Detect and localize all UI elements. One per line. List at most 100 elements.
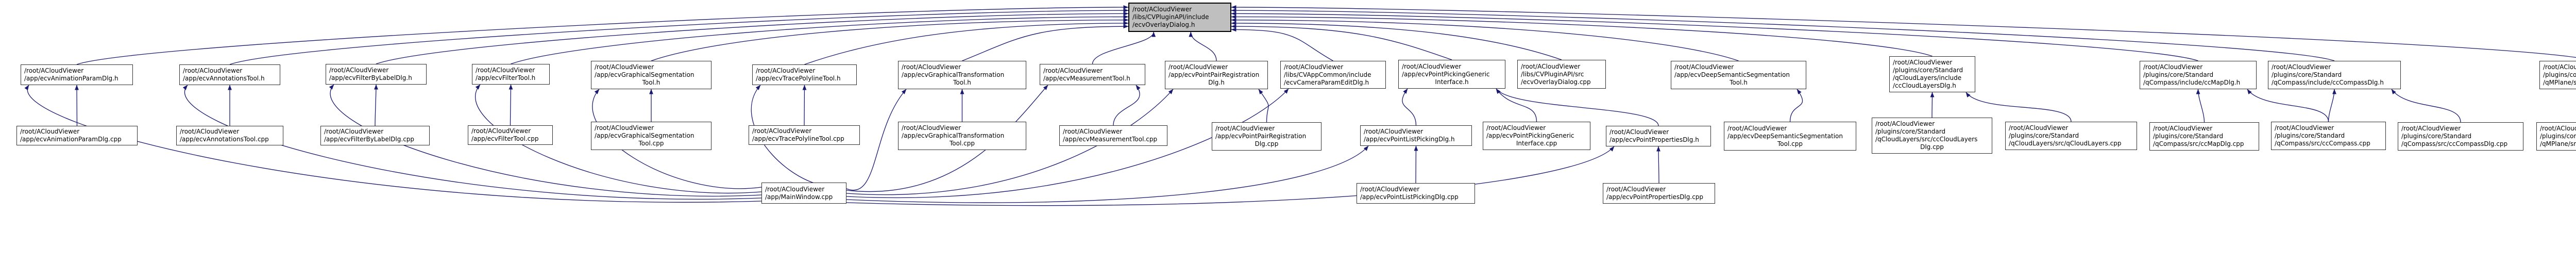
- dependency-edge: [846, 88, 1289, 199]
- graph-node[interactable]: /root/ACloudViewer/app/ecvTracePolylineT…: [752, 64, 857, 85]
- node-label-line: /qCloudLayers/include: [1893, 74, 1962, 81]
- node-label-line: /ecvOverlayDialog.cpp: [1521, 78, 1591, 86]
- graph-node[interactable]: /root/ACloudViewer/app/ecvPointPropertie…: [1603, 183, 1715, 204]
- dependency-edge: [592, 89, 762, 189]
- graph-node[interactable]: /root/ACloudViewer/app/ecvGraphicalTrans…: [898, 61, 1026, 89]
- graph-node[interactable]: /root/ACloudViewer/plugins/core/Standard…: [2149, 122, 2259, 151]
- node-label-line: /app/ecvGraphicalSegmentation: [595, 132, 694, 139]
- node-label-line: /plugins/core/Standard: [2401, 133, 2472, 140]
- graph-node[interactable]: /root/ACloudViewer/plugins/core/Standard…: [2398, 122, 2523, 151]
- node-label-line: /root/ACloudViewer: [1215, 125, 1275, 132]
- node-label-line: /root/ACloudViewer: [1132, 6, 1192, 13]
- node-label-line: /root/ACloudViewer: [1043, 67, 1103, 74]
- node-label-line: /root/ACloudViewer: [183, 67, 243, 74]
- graph-node[interactable]: /root/ACloudViewer/app/ecvGraphicalSegme…: [591, 122, 711, 150]
- node-label-line: /root/ACloudViewer: [595, 63, 654, 71]
- node-label-line: /root/ACloudViewer: [1727, 124, 1787, 132]
- graph-node[interactable]: /root/ACloudViewer/app/ecvFilterByLabelD…: [326, 64, 427, 85]
- graph-node[interactable]: /root/ACloudViewer/plugins/core/Standard…: [2140, 61, 2257, 89]
- graph-node[interactable]: /root/ACloudViewer/app/ecvTracePolylineT…: [749, 125, 860, 145]
- node-label-line: /qMPlane/src/ccMPlaneDlg.cpp: [2540, 140, 2576, 147]
- dependency-edge: [229, 8, 1129, 65]
- graph-node[interactable]: /root/ACloudViewer/libs/CVAppCommon/incl…: [1280, 61, 1386, 89]
- graph-node[interactable]: /root/ACloudViewer/app/ecvFilterTool.cpp: [468, 125, 553, 145]
- graph-node[interactable]: /root/ACloudViewer/app/ecvMeasurementToo…: [1040, 64, 1145, 85]
- graph-node[interactable]: /root/ACloudViewer/plugins/core/Standard…: [2005, 122, 2137, 150]
- graph-node[interactable]: /root/ACloudViewer/plugins/core/Standard…: [1872, 118, 1992, 154]
- node-label-line: /root/ACloudViewer: [20, 128, 80, 135]
- graph-node[interactable]: /root/ACloudViewer/app/ecvAnnotationsToo…: [179, 64, 280, 85]
- graph-node[interactable]: /root/ACloudViewer/app/ecvPointPickingGe…: [1483, 122, 1590, 150]
- node-label-line: /root/ACloudViewer: [24, 67, 84, 74]
- dependency-edge: [802, 85, 807, 126]
- dependency-edge: [1092, 31, 1156, 64]
- node-label-line: /app/ecvFilterTool.cpp: [471, 135, 539, 142]
- graph-node[interactable]: /root/ACloudViewer/plugins/core/Standard…: [2268, 61, 2401, 89]
- node-label-line: /root/ACloudViewer: [1360, 186, 1420, 193]
- node-label-line: /root/ACloudViewer: [329, 67, 389, 74]
- node-label-line: /root/ACloudViewer: [2543, 63, 2576, 71]
- node-label-line: /root/ACloudViewer: [1521, 62, 1581, 70]
- dependency-edge: [1789, 89, 1803, 122]
- node-label-line: /qCompass/include/ccCompassDlg.h: [2272, 79, 2384, 86]
- dependency-edge: [2247, 89, 2329, 122]
- node-label-line: /app/ecvPointPickingGeneric: [1402, 70, 1490, 78]
- node-label-line: /plugins/core/Standard: [1893, 67, 1963, 74]
- node-label-line: /app/ecvPointPairRegistration: [1168, 71, 1260, 78]
- node-label-line: /app/ecvTracePolylineTool.cpp: [752, 135, 844, 142]
- node-label-line: /root/ACloudViewer: [2143, 63, 2203, 71]
- graph-node[interactable]: /root/ACloudViewer/app/ecvFilterByLabelD…: [320, 126, 430, 145]
- dependency-edge: [846, 89, 907, 191]
- graph-node[interactable]: /root/ACloudViewer/app/ecvDeepSemanticSe…: [1724, 122, 1856, 151]
- graph-node[interactable]: /root/ACloudViewer/app/MainWindow.cpp: [761, 183, 846, 204]
- dependency-edge: [1930, 92, 1935, 118]
- node-label-line: /app/ecvPointListPickingDlg.h: [1364, 136, 1455, 143]
- graph-node[interactable]: /root/ACloudViewer/app/ecvAnnotationsToo…: [176, 126, 283, 145]
- dependency-edge: [2328, 89, 2336, 122]
- node-label-line: /app/ecvAnimationParamDlg.cpp: [20, 136, 122, 143]
- dependency-edge: [475, 84, 762, 194]
- node-label-line: /root/ACloudViewer: [1486, 124, 1546, 131]
- graph-node[interactable]: /root/ACloudViewer/plugins/core/Standard…: [1889, 56, 1975, 92]
- node-label-line: /root/ACloudViewer: [2009, 124, 2069, 131]
- node-label-line: /app/ecvFilterTool.h: [476, 74, 536, 81]
- graph-node[interactable]: /root/ACloudViewer/app/ecvGraphicalSegme…: [591, 61, 711, 89]
- node-label-line: /app/ecvAnimationParamDlg.h: [24, 75, 118, 82]
- dependency-edge: [76, 5, 1129, 65]
- graph-node[interactable]: /root/ACloudViewer/app/ecvDeepSemanticSe…: [1671, 61, 1806, 89]
- graph-node[interactable]: /root/ACloudViewer/app/ecvPointPairRegis…: [1165, 61, 1268, 89]
- node-label-line: /root/ACloudViewer: [1168, 63, 1228, 71]
- dependency-edge: [511, 14, 1129, 64]
- node-label-line: /libs/CVPluginAPI/include: [1132, 13, 1209, 21]
- graph-node[interactable]: /root/ACloudViewer/libs/CVPluginAPI/src/…: [1517, 60, 1606, 89]
- node-label-line: /app/ecvAnnotationsTool.h: [183, 75, 265, 82]
- graph-node[interactable]: /root/ACloudViewer/plugins/core/Standard…: [2271, 122, 2386, 150]
- graph-node[interactable]: /root/ACloudViewer/app/ecvAnimationParam…: [21, 64, 133, 85]
- node-label-line: /plugins/core/Standard: [2143, 71, 2214, 78]
- node-label-line: /root/ACloudViewer: [1284, 63, 1344, 71]
- dependency-edge: [1231, 18, 1739, 61]
- graph-node[interactable]: /root/ACloudViewer/app/ecvGraphicalTrans…: [898, 122, 1026, 150]
- node-label-line: /app/ecvMeasurementTool.cpp: [1063, 136, 1158, 143]
- graph-node[interactable]: /root/ACloudViewer/app/ecvAnimationParam…: [16, 126, 138, 145]
- graph-node[interactable]: /root/ACloudViewer/app/ecvMeasurementToo…: [1059, 125, 1167, 146]
- graph-node[interactable]: /root/ACloudViewer/plugins/core/Standard…: [2539, 61, 2576, 89]
- node-label-line: /app/ecvFilterByLabelDlg.h: [329, 74, 412, 81]
- graph-node-root[interactable]: /root/ACloudViewer/libs/CVPluginAPI/incl…: [1128, 3, 1231, 32]
- graph-node[interactable]: /root/ACloudViewer/app/ecvPointPickingGe…: [1398, 60, 1505, 89]
- dependency-edge: [1231, 5, 2576, 58]
- graph-node[interactable]: /root/ACloudViewer/app/ecvFilterTool.h: [472, 64, 550, 85]
- graph-node[interactable]: /root/ACloudViewer/app/ecvPointPairRegis…: [1212, 122, 1321, 151]
- node-label-line: /libs/CVAppCommon/include: [1284, 71, 1371, 78]
- node-label-line: Dlg.h: [1208, 79, 1225, 86]
- graph-node[interactable]: /root/ACloudViewer/app/ecvPointPropertie…: [1606, 126, 1711, 146]
- graph-node[interactable]: /root/ACloudViewer/app/ecvPointListPicki…: [1360, 125, 1472, 146]
- node-label-line: /root/ACloudViewer: [180, 128, 240, 135]
- node-label-line: /root/ACloudViewer: [2401, 125, 2461, 132]
- node-label-line: /app/ecvPointPropertiesDlg.h: [1609, 136, 1699, 143]
- graph-node[interactable]: /root/ACloudViewer/app/ecvPointListPicki…: [1357, 183, 1475, 204]
- dependency-edge: [1113, 85, 1141, 126]
- graph-node[interactable]: /root/ACloudViewer/plugins/core/Standard…: [2536, 122, 2576, 151]
- dependency-edge: [1231, 8, 2335, 61]
